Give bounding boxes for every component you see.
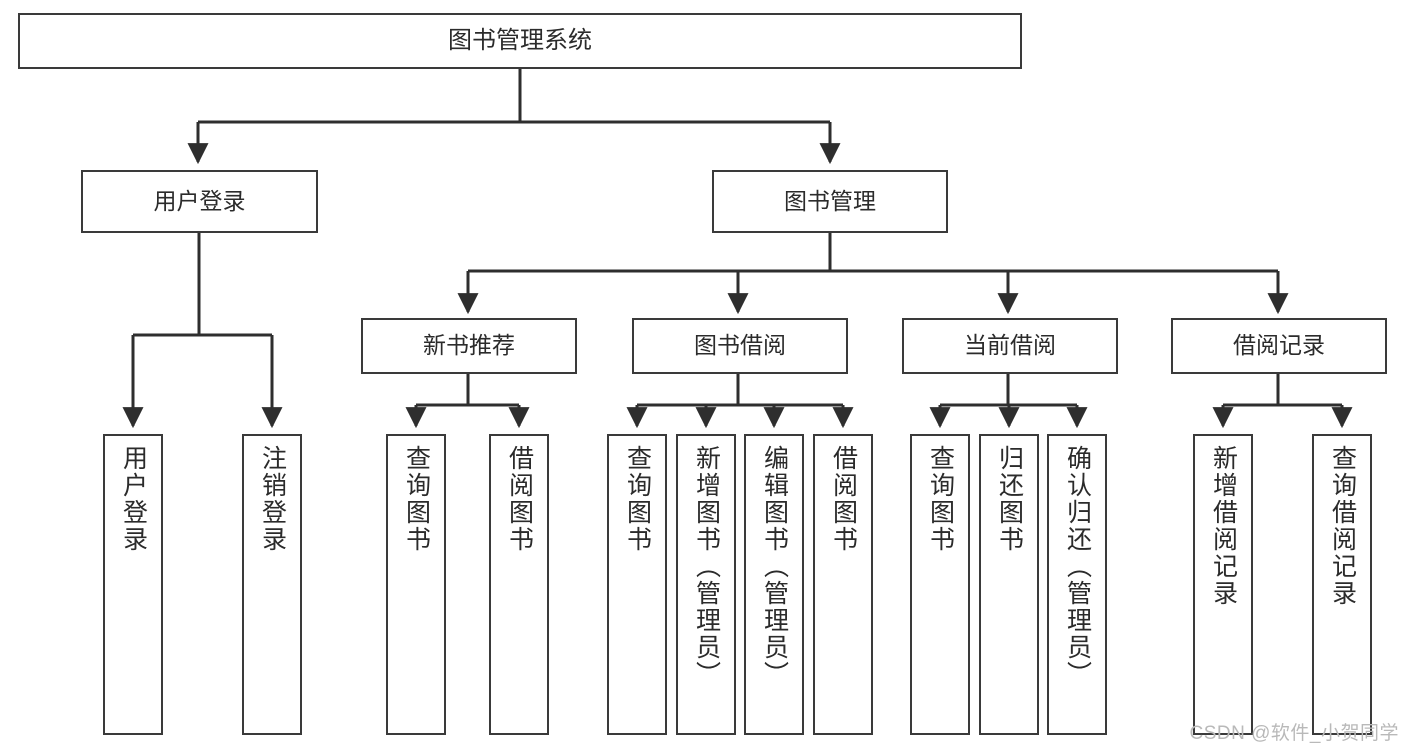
node-leaf-edit-book[interactable]: 编辑图书（管理员） [744, 434, 804, 735]
node-book-borrow-label: 图书借阅 [694, 332, 786, 359]
node-leaf-query-book-1[interactable]: 查询图书 [386, 434, 446, 735]
node-current-borrow-label: 当前借阅 [964, 332, 1056, 359]
node-book-borrow[interactable]: 图书借阅 [632, 318, 848, 374]
node-leaf-borrow-book-2[interactable]: 借阅图书 [813, 434, 873, 735]
node-leaf-add-record[interactable]: 新增借阅记录 [1193, 434, 1253, 735]
node-leaf-add-book-label: 新增图书（管理员） [692, 445, 721, 688]
node-leaf-return-book-label: 归还图书 [995, 445, 1024, 553]
node-borrow-record[interactable]: 借阅记录 [1171, 318, 1387, 374]
node-user-login-label: 用户登录 [153, 187, 246, 214]
node-leaf-return-book[interactable]: 归还图书 [979, 434, 1039, 735]
node-root[interactable]: 图书管理系统 [18, 13, 1022, 69]
watermark-text: CSDN @软件_小贺同学 [1189, 723, 1399, 744]
node-leaf-edit-book-label: 编辑图书（管理员） [760, 445, 789, 688]
node-leaf-query-book-2-label: 查询图书 [623, 445, 652, 553]
node-borrow-record-label: 借阅记录 [1233, 332, 1325, 359]
node-leaf-user-login[interactable]: 用户登录 [103, 434, 163, 735]
node-leaf-add-book[interactable]: 新增图书（管理员） [676, 434, 736, 735]
node-leaf-query-book-2[interactable]: 查询图书 [607, 434, 667, 735]
node-book-management-label: 图书管理 [784, 187, 876, 214]
node-user-login[interactable]: 用户登录 [81, 170, 318, 233]
node-leaf-borrow-book-2-label: 借阅图书 [829, 445, 858, 553]
node-leaf-borrow-book-1-label: 借阅图书 [505, 445, 534, 553]
node-leaf-logout-login[interactable]: 注销登录 [242, 434, 302, 735]
node-leaf-query-book-3[interactable]: 查询图书 [910, 434, 970, 735]
node-leaf-add-record-label: 新增借阅记录 [1209, 445, 1238, 607]
node-leaf-query-book-1-label: 查询图书 [402, 445, 431, 553]
node-leaf-query-book-3-label: 查询图书 [926, 445, 955, 553]
node-new-book-recommend[interactable]: 新书推荐 [361, 318, 577, 374]
node-root-label: 图书管理系统 [448, 26, 592, 54]
node-current-borrow[interactable]: 当前借阅 [902, 318, 1118, 374]
node-leaf-borrow-book-1[interactable]: 借阅图书 [489, 434, 549, 735]
node-leaf-logout-login-label: 注销登录 [258, 445, 287, 553]
node-leaf-confirm-return-label: 确认归还（管理员） [1063, 445, 1092, 688]
node-book-management[interactable]: 图书管理 [712, 170, 948, 233]
node-new-book-recommend-label: 新书推荐 [423, 332, 515, 359]
node-leaf-user-login-label: 用户登录 [119, 445, 148, 553]
node-leaf-query-record-label: 查询借阅记录 [1328, 445, 1357, 607]
node-leaf-query-record[interactable]: 查询借阅记录 [1312, 434, 1372, 735]
node-leaf-confirm-return[interactable]: 确认归还（管理员） [1047, 434, 1107, 735]
